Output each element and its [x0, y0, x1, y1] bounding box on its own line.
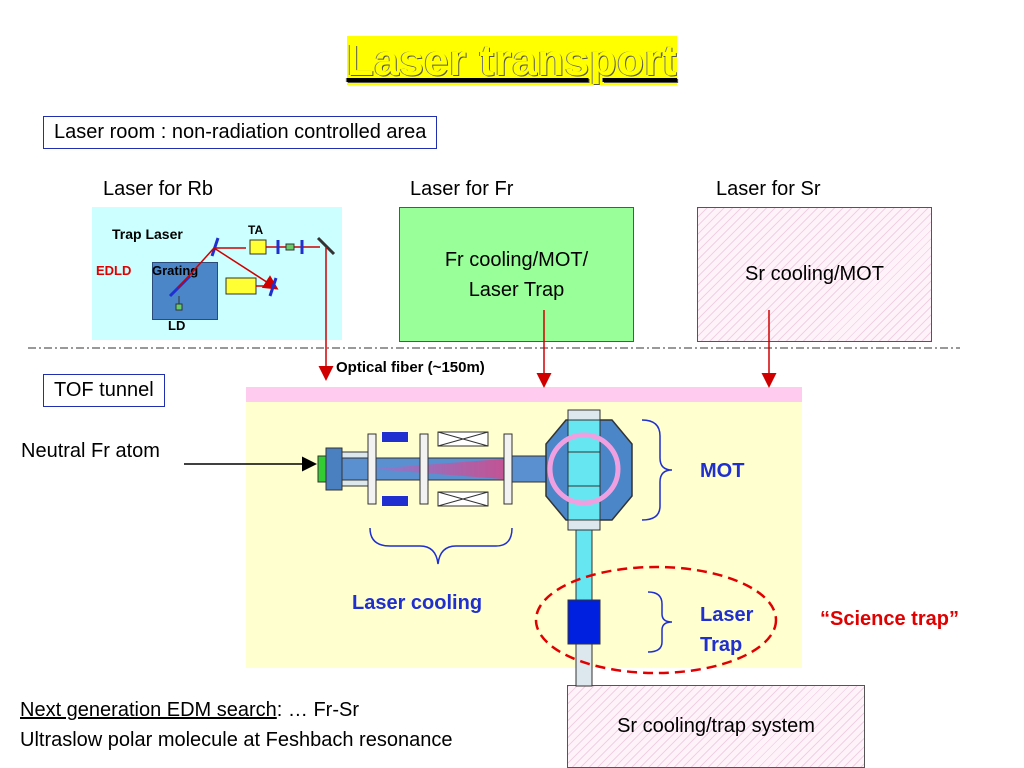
laser-sr-label: Laser for Sr — [716, 178, 821, 200]
rb-optics — [168, 236, 336, 311]
sr-system-text: Sr cooling/trap system — [617, 715, 815, 737]
laser-trap-block — [567, 599, 601, 645]
tof-tunnel-label: TOF tunnel — [43, 374, 165, 407]
ta-amplifier — [249, 239, 267, 255]
optical-fiber-label: Optical fiber (~150m) — [336, 359, 485, 376]
mot-brace — [641, 419, 673, 521]
sr-system-box: Sr cooling/trap system — [567, 685, 865, 768]
science-trap-label: “Science trap” — [820, 608, 959, 630]
tof-tunnel-area — [246, 402, 802, 668]
mot-ring — [547, 432, 621, 506]
apparatus — [317, 409, 633, 687]
laser-cooling-brace — [369, 527, 513, 565]
ta-label: TA — [248, 223, 264, 237]
page-title: Laser transport — [0, 36, 1024, 86]
laser-cooling-label: Laser cooling — [352, 592, 483, 614]
sr-box-text: Sr cooling/MOT — [745, 263, 884, 285]
laser-fr-label: Laser for Fr — [410, 178, 514, 200]
edm-search-rest: : … Fr-Sr — [276, 699, 360, 721]
polar-molecule-text: Ultraslow polar molecule at Feshbach res… — [20, 729, 453, 751]
laser-trap-label: Laser Trap — [700, 600, 753, 660]
sr-laser-box: Sr cooling/MOT — [697, 207, 932, 342]
laser-trap-line1: Laser — [700, 604, 754, 626]
bottom-notes: Next generation EDM search: … Fr-Sr Ultr… — [20, 695, 452, 755]
ld-label: LD — [168, 318, 186, 333]
fr-box-line2: Laser Trap — [468, 278, 565, 301]
grating-label: Grating — [152, 263, 199, 278]
trap-laser-label: Trap Laser — [112, 226, 183, 242]
fr-laser-box: Fr cooling/MOT/ Laser Trap — [399, 207, 634, 342]
laser-trap-brace — [647, 591, 673, 653]
edld-block — [152, 262, 218, 320]
laser-rb-label: Laser for Rb — [103, 178, 214, 200]
laser-trap-line2: Trap — [700, 634, 743, 656]
edm-search-link: Next generation EDM search — [20, 699, 277, 721]
laser-room-label: Laser room : non-radiation controlled ar… — [43, 116, 438, 149]
mot-label: MOT — [700, 460, 745, 482]
rb-mirror — [316, 236, 336, 256]
edld-label: EDLD — [96, 263, 132, 278]
science-trap-ellipse — [534, 565, 778, 675]
pink-beam-bar — [246, 387, 802, 402]
fr-box-line1: Fr cooling/MOT/ — [444, 248, 589, 271]
page-title-text: Laser transport — [346, 36, 678, 85]
neutral-fr-atom-label: Neutral Fr atom — [21, 440, 160, 462]
